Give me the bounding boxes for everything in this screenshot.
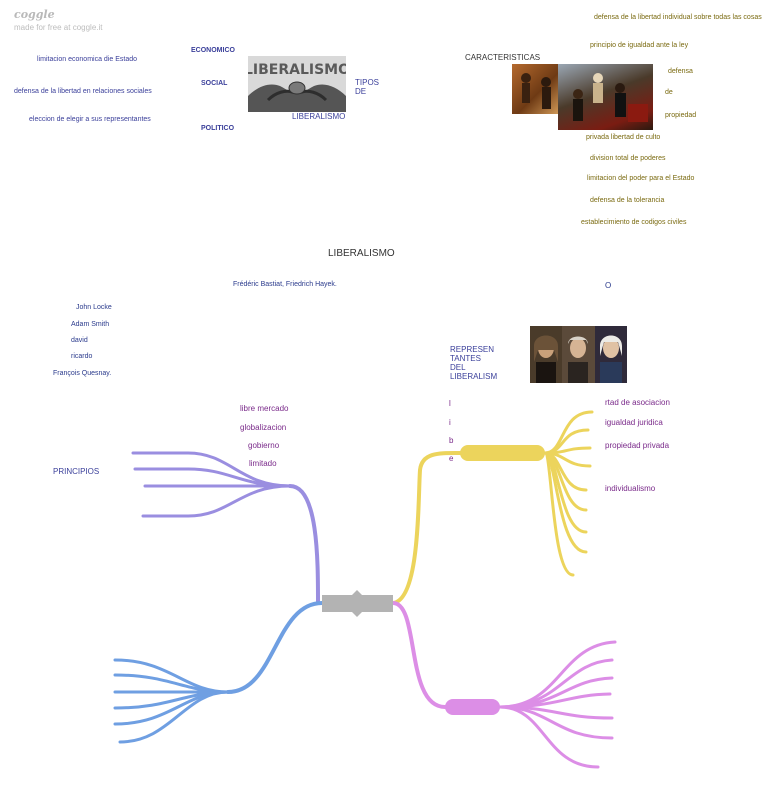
economico-desc[interactable]: limitacion economica die Estado [37,56,137,63]
painting-crowd-icon [573,73,648,122]
revolution-painting [512,64,562,114]
liberty-painting [558,64,653,130]
libertad-propiedad-privada[interactable]: propiedad privada [605,441,670,450]
representantes-line-top[interactable]: Frédéric Bastiat, Friedrich Hayek. [233,281,337,288]
caracteristica-item-10[interactable]: establecimiento de codigos civiles [581,219,687,226]
representantes-heading-line-4[interactable]: LIBERALISM [450,372,498,381]
coggle-tagline[interactable]: made for free at coggle.it [14,23,103,32]
caracteristica-item-6[interactable]: privada libertad de culto [586,134,661,141]
caracteristica-item-2[interactable]: principio de igualdad ante la ley [590,42,689,49]
center-title[interactable]: LIBERALISMO [328,248,395,259]
representante-david[interactable]: david [71,337,88,344]
libertad-letter-e[interactable]: e [449,454,454,463]
caracteristica-item-3[interactable]: defensa [668,68,693,75]
branch-pink-7 [498,705,600,769]
portraits-icon [530,326,627,383]
branch-pink-main [391,601,447,709]
type-social[interactable]: SOCIAL [201,80,228,87]
tipos-heading-line-1[interactable]: TIPOS [355,78,380,87]
type-politico[interactable]: POLITICO [201,125,235,132]
caracteristica-item-8[interactable]: limitacion del poder para el Estado [587,175,695,182]
branch-pink-2 [498,658,614,709]
libertad-letter-b[interactable]: b [449,436,454,445]
principio-limitado[interactable]: limitado [249,459,277,468]
node-center [322,590,393,617]
caracteristica-item-5[interactable]: propiedad [665,112,697,119]
coggle-logo[interactable]: coggle [14,8,55,21]
branch-yellow-main [391,450,462,605]
arm-wrestling-illustration: LIBERALISMO [248,56,346,112]
branch-lavender-main [288,484,320,605]
caracteristica-item-7[interactable]: division total de poderes [590,155,666,162]
representantes-heading-line-1[interactable]: REPRESEN [450,345,495,354]
branch-lavender-4 [186,484,292,518]
representante-quesnay[interactable]: François Quesnay. [53,370,112,377]
philosophers-portraits [530,326,627,383]
principio-globalizacion[interactable]: globalizacion [240,423,287,432]
representante-locke[interactable]: John Locke [76,304,112,311]
principio-gobierno[interactable]: gobierno [248,441,280,450]
libertad-asociacion[interactable]: rtad de asociacion [605,398,670,407]
liberalismo-image: LIBERALISMO [248,56,346,112]
principios-heading[interactable]: PRINCIPIOS [53,467,100,476]
libertad-letter-i[interactable]: i [449,418,451,427]
branch-yellow-9 [543,451,575,577]
liberalismo-image-text: LIBERALISMO [248,62,346,78]
node-pink [445,699,500,715]
representantes-heading-line-3[interactable]: DEL [450,363,466,372]
tipos-heading-line-2[interactable]: DE [355,87,367,96]
social-desc[interactable]: defensa de la libertad en relaciones soc… [14,88,152,95]
node-yellow [460,445,545,461]
caracteristica-item-1[interactable]: defensa de la libertad individual sobre … [594,14,762,21]
caracteristica-item-9[interactable]: defensa de la tolerancia [590,197,665,204]
libertad-individualismo[interactable]: individualismo [605,484,656,493]
caracteristicas-heading[interactable]: CARACTERISTICAS [465,53,541,62]
representante-ricardo[interactable]: ricardo [71,353,93,360]
libertad-igualdad-juridica[interactable]: igualdad juridica [605,418,663,427]
caracteristica-item-4[interactable]: de [665,89,673,96]
libertad-letter-l[interactable]: l [449,399,451,408]
representantes-heading-line-2[interactable]: TANTES [450,354,481,363]
principio-libre-mercado[interactable]: libre mercado [240,404,289,413]
politico-desc[interactable]: eleccion de elegir a sus representantes [29,116,151,123]
type-economico[interactable]: ECONOMICO [191,47,235,54]
representantes-o-label[interactable]: O [605,281,612,290]
representante-smith[interactable]: Adam Smith [71,321,110,328]
branch-pink-1 [498,640,617,709]
liberalismo-image-caption[interactable]: LIBERALISMO [292,112,346,121]
branch-blue-main [226,601,324,694]
branch-blue-6 [118,690,230,744]
painting-figures-icon [521,73,551,109]
